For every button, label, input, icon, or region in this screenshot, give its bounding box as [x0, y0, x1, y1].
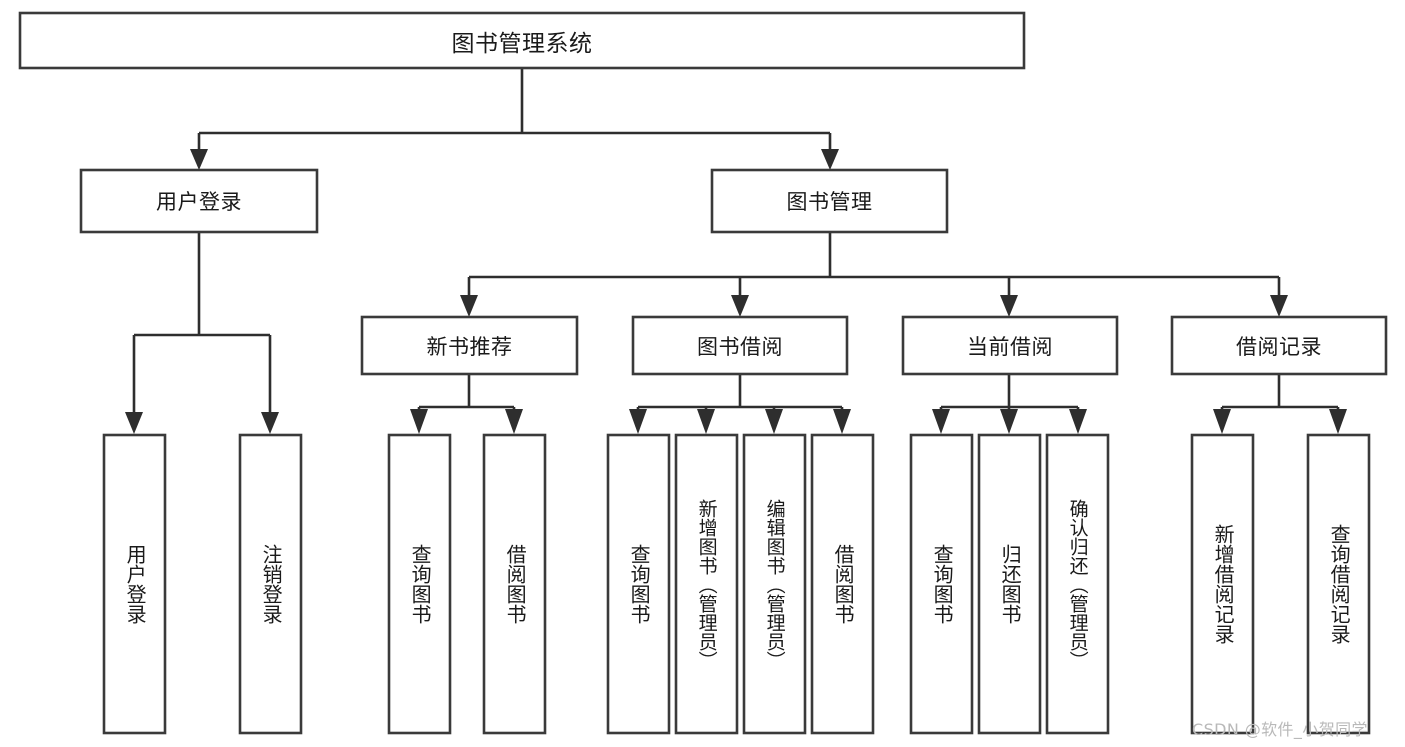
- node-box-user-login[interactable]: [79, 168, 319, 234]
- connector-group-book-management: [460, 232, 1288, 317]
- csdn-watermark: CSDN @软件_小贺同学: [1192, 720, 1368, 739]
- connector-group-current-borrow: [932, 374, 1087, 434]
- node-box-book-borrow[interactable]: [631, 315, 849, 376]
- arrowhead-leaf-query-record: [1329, 409, 1347, 434]
- node-box-leaf-add-book[interactable]: [674, 433, 739, 735]
- node-box-leaf-query-book-1[interactable]: [387, 433, 452, 735]
- arrowhead-leaf-confirm-return: [1069, 409, 1087, 434]
- node-box-leaf-edit-book[interactable]: [742, 433, 807, 735]
- node-box-leaf-confirm-return[interactable]: [1045, 433, 1110, 735]
- arrowhead-leaf-edit-book: [765, 409, 783, 434]
- arrowhead-current-borrow: [1000, 295, 1018, 317]
- connector-group-user-login: [125, 232, 279, 434]
- node-box-book-management[interactable]: [710, 168, 949, 234]
- arrowhead-user-login: [190, 149, 208, 170]
- arrowhead-leaf-user-login: [125, 412, 143, 434]
- arrowhead-leaf-query-book-1: [410, 409, 428, 434]
- node-box-leaf-return-book[interactable]: [977, 433, 1042, 735]
- node-box-leaf-user-login[interactable]: [102, 433, 167, 735]
- node-box-leaf-borrow-book-1[interactable]: [482, 433, 547, 735]
- node-box-leaf-query-record[interactable]: [1306, 433, 1371, 735]
- node-box-new-book-recommend[interactable]: [360, 315, 579, 376]
- arrowhead-leaf-add-record: [1213, 409, 1231, 434]
- node-box-root[interactable]: [18, 11, 1026, 70]
- node-box-leaf-query-book-2[interactable]: [606, 433, 671, 735]
- connector-group-root: [190, 68, 839, 170]
- connector-group-book-borrow: [629, 374, 851, 434]
- arrowhead-leaf-add-book: [697, 409, 715, 434]
- arrowhead-leaf-user-logout: [261, 412, 279, 434]
- arrowhead-borrow-record: [1270, 295, 1288, 317]
- arrowhead-new-book-recommend: [460, 295, 478, 317]
- arrowhead-leaf-query-book-3: [932, 409, 950, 434]
- node-box-leaf-add-record[interactable]: [1190, 433, 1255, 735]
- connector-group-borrow-record: [1213, 374, 1347, 434]
- node-box-leaf-borrow-book-2[interactable]: [810, 433, 875, 735]
- node-box-current-borrow[interactable]: [901, 315, 1119, 376]
- node-box-leaf-query-book-3[interactable]: [909, 433, 974, 735]
- arrowhead-leaf-borrow-book-1: [505, 409, 523, 434]
- node-box-borrow-record[interactable]: [1170, 315, 1388, 376]
- node-box-leaf-user-logout[interactable]: [238, 433, 303, 735]
- arrowhead-leaf-borrow-book-2: [833, 409, 851, 434]
- arrowhead-book-management: [821, 149, 839, 170]
- connector-group-new-book-recommend: [410, 374, 523, 434]
- arrowhead-leaf-return-book: [1000, 409, 1018, 434]
- arrowhead-leaf-query-book-2: [629, 409, 647, 434]
- arrowhead-book-borrow: [731, 295, 749, 317]
